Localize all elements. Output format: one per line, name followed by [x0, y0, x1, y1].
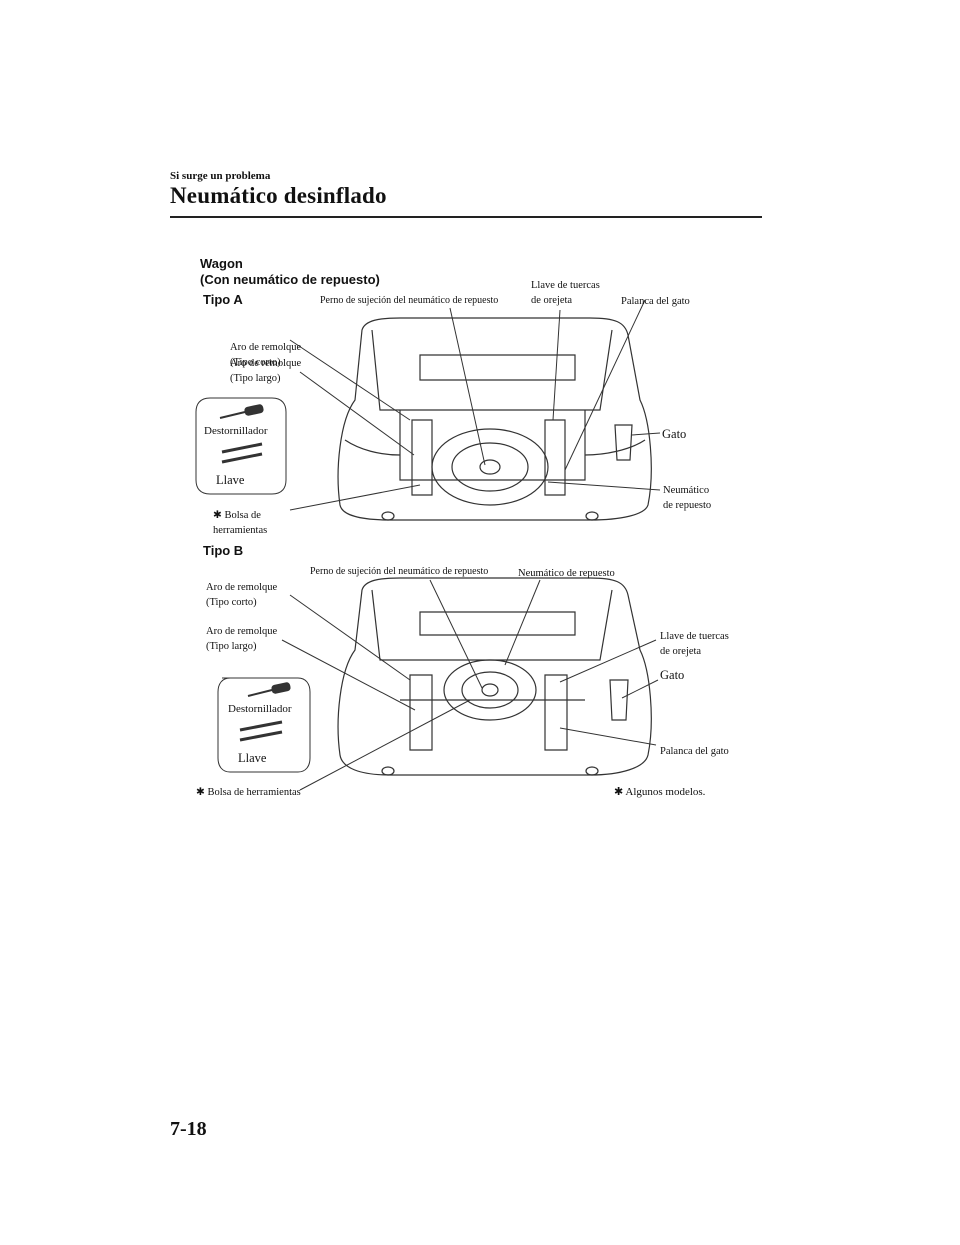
a-clamp-bolt-label: Perno de sujeción del neumático de repue… — [320, 293, 498, 308]
footnote-text: Algunos modelos. — [625, 786, 705, 798]
figure-heading-line2: (Con neumático de repuesto) — [200, 272, 380, 287]
b-tow-hook-long-label: Aro de remolque (Tipo largo) — [206, 624, 277, 654]
tool-icons — [220, 404, 291, 740]
car-a-outline — [338, 318, 651, 520]
a-jack-handle-label: Palanca del gato — [621, 294, 690, 309]
a-tool-bag-text: Bolsa de herramientas — [213, 510, 267, 536]
b-tow-hook-short-label: Aro de remolque (Tipo corto) — [206, 580, 277, 610]
a-tow-hook-long-label: Aro de remolque (Tipo largo) — [230, 356, 301, 386]
a-jack-label: Gato — [662, 427, 686, 442]
b-clamp-bolt-label: Perno de sujeción del neumático de repue… — [310, 564, 488, 579]
a-wrench-label: Llave — [216, 473, 244, 488]
b-jack-handle-label: Palanca del gato — [660, 744, 729, 759]
b-spare-tire-label: Neumático de repuesto — [518, 566, 615, 581]
a-lug-wrench-label: Llave de tuercas de orejeta — [531, 278, 600, 308]
page-number: 7-18 — [170, 1118, 207, 1141]
callouts-a — [196, 300, 660, 510]
b-wrench-label: Llave — [238, 751, 266, 766]
a-screwdriver-label: Destornillador — [204, 424, 268, 439]
type-a-label: Tipo A — [203, 292, 243, 307]
figure-heading-line1: Wagon — [200, 256, 243, 271]
a-tool-bag-label: ✱ Bolsa de herramientas — [213, 508, 267, 538]
b-screwdriver-label: Destornillador — [228, 702, 292, 717]
b-tool-bag-label: ✱ Bolsa de herramientas — [196, 785, 301, 800]
a-spare-tire-label: Neumático de repuesto — [663, 483, 711, 513]
b-jack-label: Gato — [660, 668, 684, 683]
footnote: ✱ Algunos modelos. — [614, 785, 705, 800]
b-lug-wrench-label: Llave de tuercas de orejeta — [660, 629, 729, 659]
type-b-label: Tipo B — [203, 543, 243, 558]
b-tool-bag-text: Bolsa de herramientas — [207, 787, 300, 798]
